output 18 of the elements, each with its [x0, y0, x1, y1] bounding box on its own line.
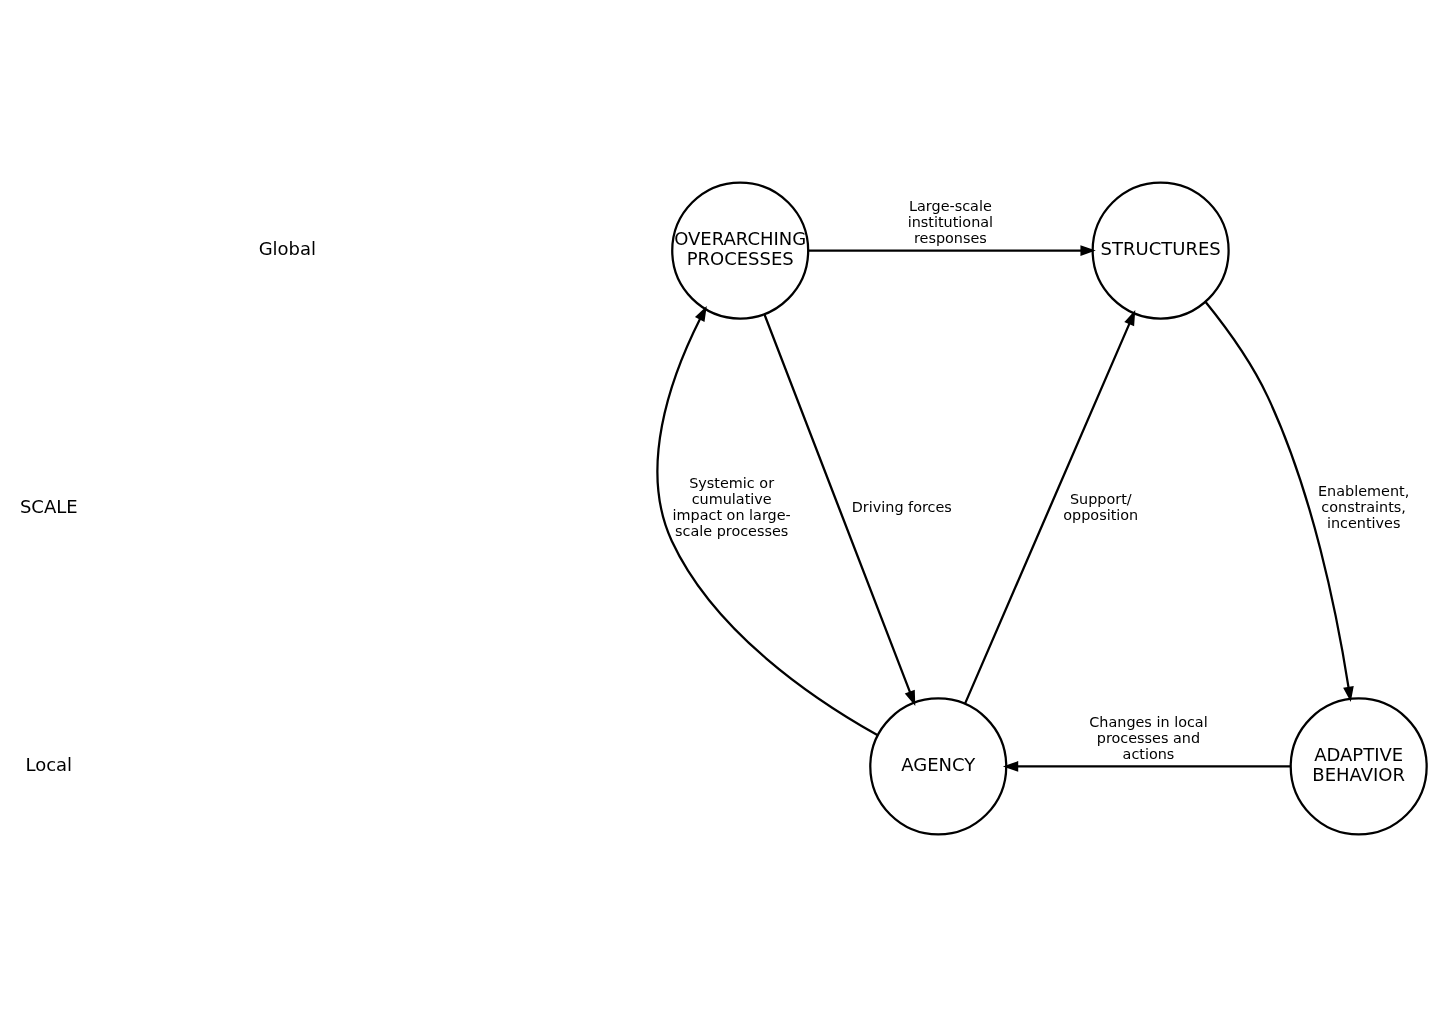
- arrow: [964, 310, 1136, 705]
- arrow: [656, 305, 879, 737]
- arrow: [763, 313, 916, 706]
- label: Global: [258, 238, 317, 260]
- node-circle: STRUCTURES: [1091, 181, 1230, 320]
- edge-label: Enablement, constraints, incentives: [1318, 482, 1410, 532]
- edge-label: Support/ opposition: [1063, 490, 1139, 524]
- edge-label: Driving forces: [851, 498, 952, 515]
- arrow: [808, 245, 1096, 256]
- label: Local: [25, 753, 73, 775]
- arrow: [1204, 301, 1354, 702]
- node-circle: ADAPTIVE BEHAVIOR: [1289, 697, 1428, 836]
- edge-label: Systemic or cumulative impact on large-scale processes: [672, 474, 791, 540]
- node-circle: AGENCY: [869, 697, 1008, 836]
- edge-label: Large-scale institutional responses: [907, 197, 994, 247]
- edge-label: Changes in local processes and actions: [1089, 713, 1208, 763]
- label: SCALE: [19, 496, 78, 517]
- arrow: [1002, 761, 1291, 772]
